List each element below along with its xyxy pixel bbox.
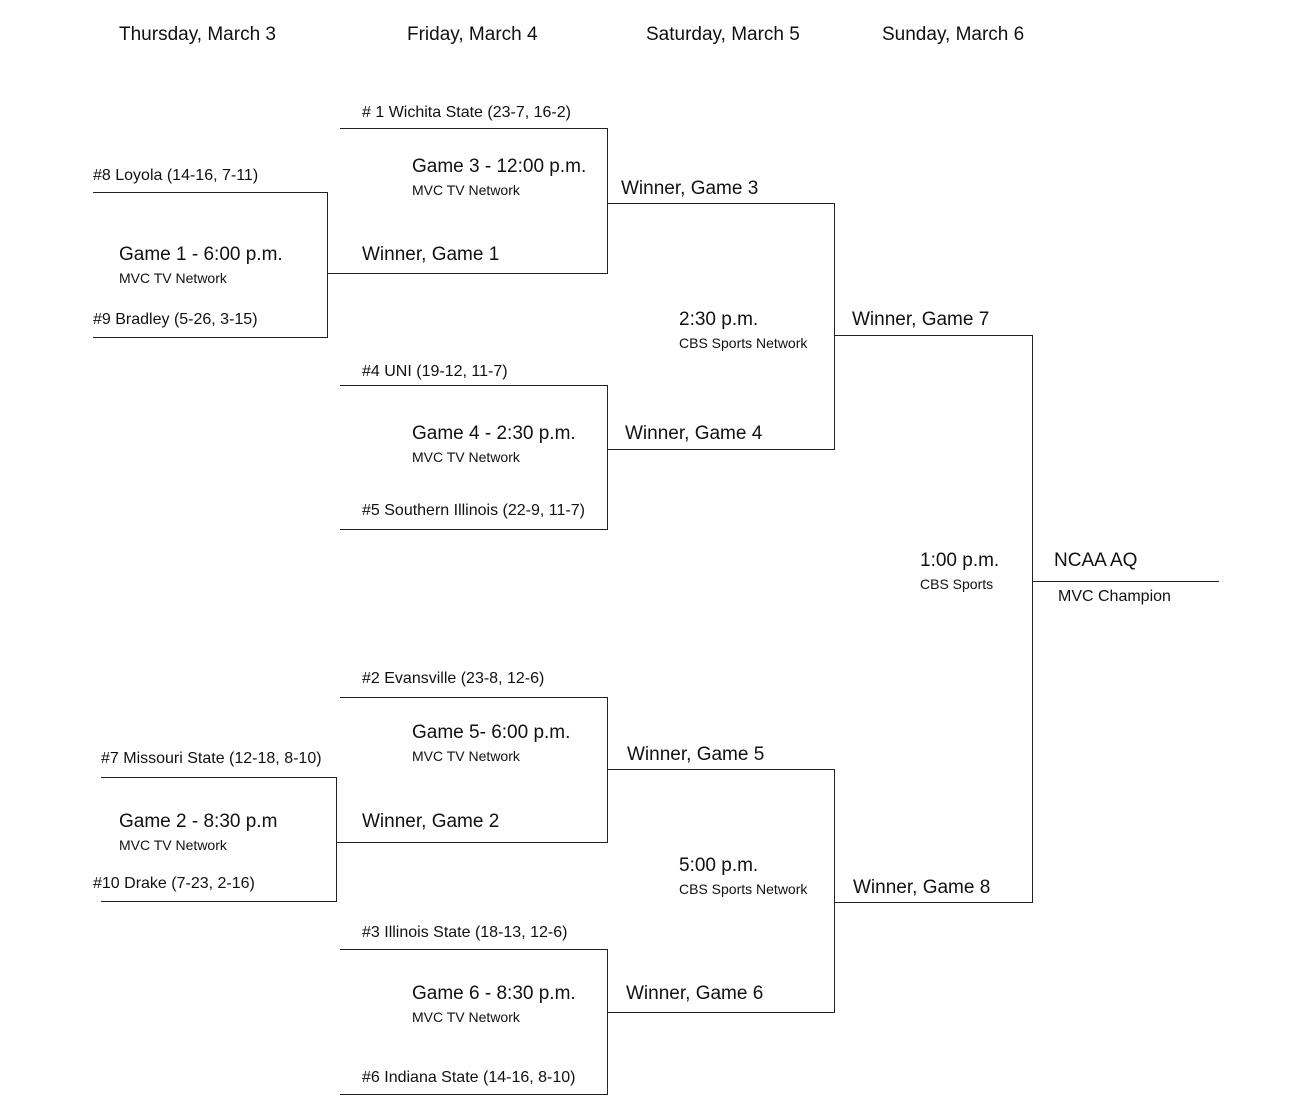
bracket-line <box>835 902 1033 903</box>
bracket-line <box>1033 581 1219 582</box>
team-indiana-state: #6 Indiana State (14-16, 8-10) <box>362 1069 576 1086</box>
team-wichita-state: # 1 Wichita State (23-7, 16-2) <box>362 104 571 121</box>
team-bradley: #9 Bradley (5-26, 3-15) <box>93 311 258 328</box>
bracket-line <box>608 449 835 450</box>
game-8-network: CBS Sports Network <box>679 881 808 897</box>
team-drake: #10 Drake (7-23, 2-16) <box>93 875 255 892</box>
team-evansville: #2 Evansville (23-8, 12-6) <box>362 670 545 687</box>
team-illinois-state: #3 Illinois State (18-13, 12-6) <box>362 924 568 941</box>
bracket-line <box>336 777 337 902</box>
bracket-line <box>1032 335 1033 903</box>
bracket-line <box>93 192 328 193</box>
bracket-line <box>608 1012 835 1013</box>
game-6-title: Game 6 - 8:30 p.m. <box>412 983 576 1004</box>
bracket-line <box>327 192 328 338</box>
game-8-time: 5:00 p.m. <box>679 855 759 876</box>
game-5-title: Game 5- 6:00 p.m. <box>412 722 571 743</box>
winner-game-7: Winner, Game 7 <box>852 309 990 330</box>
winner-game-6: Winner, Game 6 <box>626 983 764 1004</box>
game-6-network: MVC TV Network <box>412 1009 520 1025</box>
game-3-network: MVC TV Network <box>412 182 520 198</box>
winner-game-5: Winner, Game 5 <box>627 744 765 765</box>
game-5-network: MVC TV Network <box>412 748 520 764</box>
game-4-title: Game 4 - 2:30 p.m. <box>412 423 576 444</box>
bracket-line <box>608 203 835 204</box>
bracket-line <box>340 128 608 129</box>
game-2-network: MVC TV Network <box>119 837 227 853</box>
bracket-line <box>340 529 608 530</box>
bracket-line <box>607 128 608 274</box>
game-1-network: MVC TV Network <box>119 270 227 286</box>
team-uni: #4 UNI (19-12, 11-7) <box>362 363 508 380</box>
final-time: 1:00 p.m. <box>920 550 1000 571</box>
bracket-line <box>607 697 608 843</box>
bracket-line <box>834 203 835 450</box>
bracket-line <box>834 769 835 1013</box>
team-loyola: #8 Loyola (14-16, 7-11) <box>93 167 259 184</box>
header-saturday: Saturday, March 5 <box>646 24 800 45</box>
winner-game-4: Winner, Game 4 <box>625 423 763 444</box>
bracket-line <box>607 385 608 530</box>
winner-game-8: Winner, Game 8 <box>853 877 991 898</box>
bracket-line <box>340 949 608 950</box>
winner-game-1: Winner, Game 1 <box>362 244 500 265</box>
final-network: CBS Sports <box>920 576 994 592</box>
game-4-network: MVC TV Network <box>412 449 520 465</box>
game-2-title: Game 2 - 8:30 p.m <box>119 811 278 832</box>
bracket-line <box>608 769 835 770</box>
winner-game-3: Winner, Game 3 <box>621 178 759 199</box>
game-7-time: 2:30 p.m. <box>679 309 759 330</box>
bracket-line <box>93 337 328 338</box>
bracket-line <box>607 949 608 1095</box>
winner-game-2: Winner, Game 2 <box>362 811 500 832</box>
header-thursday: Thursday, March 3 <box>119 24 276 45</box>
bracket-line <box>340 1094 608 1095</box>
bracket-line <box>337 842 608 843</box>
game-3-title: Game 3 - 12:00 p.m. <box>412 156 587 177</box>
team-southern-illinois: #5 Southern Illinois (22-9, 11-7) <box>362 502 585 519</box>
bracket-line <box>340 385 608 386</box>
bracket-line <box>340 697 608 698</box>
header-sunday: Sunday, March 6 <box>882 24 1025 45</box>
bracket-line <box>328 273 608 274</box>
bracket-line <box>101 777 337 778</box>
game-7-network: CBS Sports Network <box>679 335 808 351</box>
bracket-line <box>835 335 1033 336</box>
bracket-line <box>101 901 337 902</box>
game-1-title: Game 1 - 6:00 p.m. <box>119 244 283 265</box>
champion-label: NCAA AQ <box>1054 550 1138 571</box>
champion-sublabel: MVC Champion <box>1058 588 1171 605</box>
team-missouri-state: #7 Missouri State (12-18, 8-10) <box>101 750 322 767</box>
header-friday: Friday, March 4 <box>407 24 538 45</box>
